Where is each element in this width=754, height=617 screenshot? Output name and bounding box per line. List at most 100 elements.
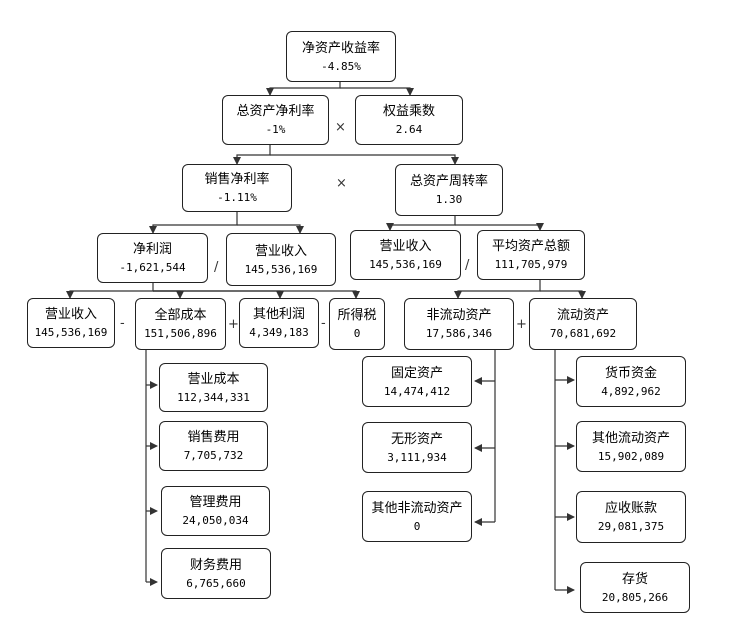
operator-minus: - [321, 316, 326, 331]
link-np-tax [153, 290, 360, 299]
node-label: 总资产周转率 [409, 174, 488, 189]
node-roa: 总资产净利率 -1% [222, 95, 329, 145]
node-value: 112,344,331 [177, 390, 250, 404]
node-label: 固定资产 [390, 365, 443, 381]
node-value: 0 [353, 327, 361, 340]
link-at-rev [386, 216, 456, 231]
node-avg-assets: 平均资产总额 111,705,979 [477, 230, 585, 280]
operator-minus: - [120, 316, 125, 331]
node-label: 平均资产总额 [491, 239, 570, 254]
node-value: 1.30 [435, 193, 463, 206]
node-value: 111,705,979 [494, 258, 568, 271]
node-label: 无形资产 [390, 431, 443, 447]
node-label: 营业收入 [254, 243, 307, 259]
node-label: 其他流动资产 [591, 430, 670, 446]
node-label: 管理费用 [189, 495, 242, 510]
node-intangible-assets: 无形资产 3,111,934 [362, 422, 472, 473]
node-label: 应收账款 [604, 501, 657, 516]
node-current-assets: 流动资产 70,681,692 [529, 298, 637, 350]
node-value: 7,705,732 [183, 449, 244, 462]
node-value: -1.11% [217, 191, 257, 204]
link-roa-nm [233, 145, 271, 165]
link-at-avg [455, 223, 544, 231]
node-label: 存货 [621, 571, 648, 587]
node-noncurrent-assets: 非流动资产 17,586,346 [404, 298, 514, 350]
node-value: 29,081,375 [597, 520, 665, 533]
node-value: 3,111,934 [387, 450, 447, 464]
link-np-rev [66, 283, 154, 299]
node-operating-cost: 营业成本 112,344,331 [159, 363, 268, 412]
link-np-other [153, 290, 284, 299]
node-value: 14,474,412 [383, 384, 451, 398]
node-selling-expense: 销售费用 7,705,732 [159, 421, 268, 471]
node-label: 总资产净利率 [236, 104, 315, 119]
node-value: 6,765,660 [186, 576, 246, 590]
link-nm-np [149, 212, 238, 234]
node-label: 销售净利率 [204, 172, 270, 187]
operator-times: × [335, 120, 346, 135]
node-revenue-a: 营业收入 145,536,169 [226, 233, 336, 286]
node-revenue-b: 营业收入 145,536,169 [350, 230, 461, 280]
node-asset-turnover: 总资产周转率 1.30 [395, 164, 503, 216]
node-monetary-funds: 货币资金 4,892,962 [576, 356, 686, 407]
node-label: 流动资产 [556, 308, 609, 323]
node-value: 20,805,266 [601, 590, 669, 604]
node-value: 24,050,034 [182, 514, 249, 527]
node-value: 4,892,962 [601, 384, 661, 398]
link-avg-nca [454, 280, 541, 299]
node-fixed-assets: 固定资产 14,474,412 [362, 356, 472, 407]
node-label: 净利润 [132, 242, 172, 257]
node-roe: 净资产收益率 -4.85% [286, 31, 396, 82]
link-nm-rev [237, 224, 304, 234]
link-np-cost [153, 290, 184, 299]
node-other-current: 其他流动资产 15,902,089 [576, 421, 686, 472]
node-value: 145,536,169 [244, 262, 318, 276]
link-roe-roa [266, 82, 341, 96]
node-value: 15,902,089 [597, 449, 665, 463]
node-label: 所得税 [337, 308, 377, 323]
node-label: 营业成本 [187, 371, 240, 387]
node-receivables: 应收账款 29,081,375 [576, 491, 686, 543]
node-label: 净资产收益率 [301, 40, 380, 56]
node-other-profit: 其他利润 4,349,183 [239, 298, 319, 348]
node-label: 权益乘数 [382, 104, 435, 119]
node-value: -1% [265, 123, 286, 136]
node-net-profit: 净利润 -1,621,544 [97, 233, 208, 283]
node-inventory: 存货 20,805,266 [580, 562, 690, 613]
node-finance-expense: 财务费用 6,765,660 [161, 548, 271, 599]
node-label: 营业收入 [379, 239, 432, 254]
node-label: 财务费用 [189, 557, 242, 573]
node-value: -4.85% [321, 59, 361, 73]
node-value: 17,586,346 [425, 327, 493, 340]
node-label: 营业收入 [44, 307, 97, 322]
node-revenue-c: 营业收入 145,536,169 [27, 298, 115, 348]
node-admin-expense: 管理费用 24,050,034 [161, 486, 270, 536]
node-value: 151,506,896 [144, 327, 217, 340]
node-value: 0 [413, 519, 421, 533]
operator-divide: / [465, 258, 470, 273]
node-label: 其他非流动资产 [371, 500, 463, 516]
operator-plus: + [516, 317, 527, 332]
node-value: 4,349,183 [249, 326, 309, 339]
node-income-tax: 所得税 0 [329, 298, 385, 350]
node-label: 非流动资产 [426, 308, 492, 323]
operator-plus: + [228, 317, 239, 332]
node-other-noncurrent: 其他非流动资产 0 [362, 491, 472, 542]
node-value: 2.64 [395, 123, 423, 136]
link-roe-em [340, 87, 414, 96]
node-net-margin: 销售净利率 -1.11% [182, 164, 292, 212]
node-value: 70,681,692 [549, 327, 617, 340]
link-roa-at [270, 154, 459, 165]
node-value: -1,621,544 [119, 261, 186, 274]
operator-divide: / [214, 260, 219, 275]
node-label: 货币资金 [604, 365, 657, 381]
node-label: 销售费用 [187, 430, 240, 445]
node-total-cost: 全部成本 151,506,896 [135, 298, 226, 350]
node-value: 145,536,169 [369, 258, 442, 271]
link-avg-ca [540, 290, 586, 299]
node-label: 全部成本 [154, 308, 207, 323]
operator-times: × [336, 176, 347, 191]
node-label: 其他利润 [252, 307, 305, 322]
